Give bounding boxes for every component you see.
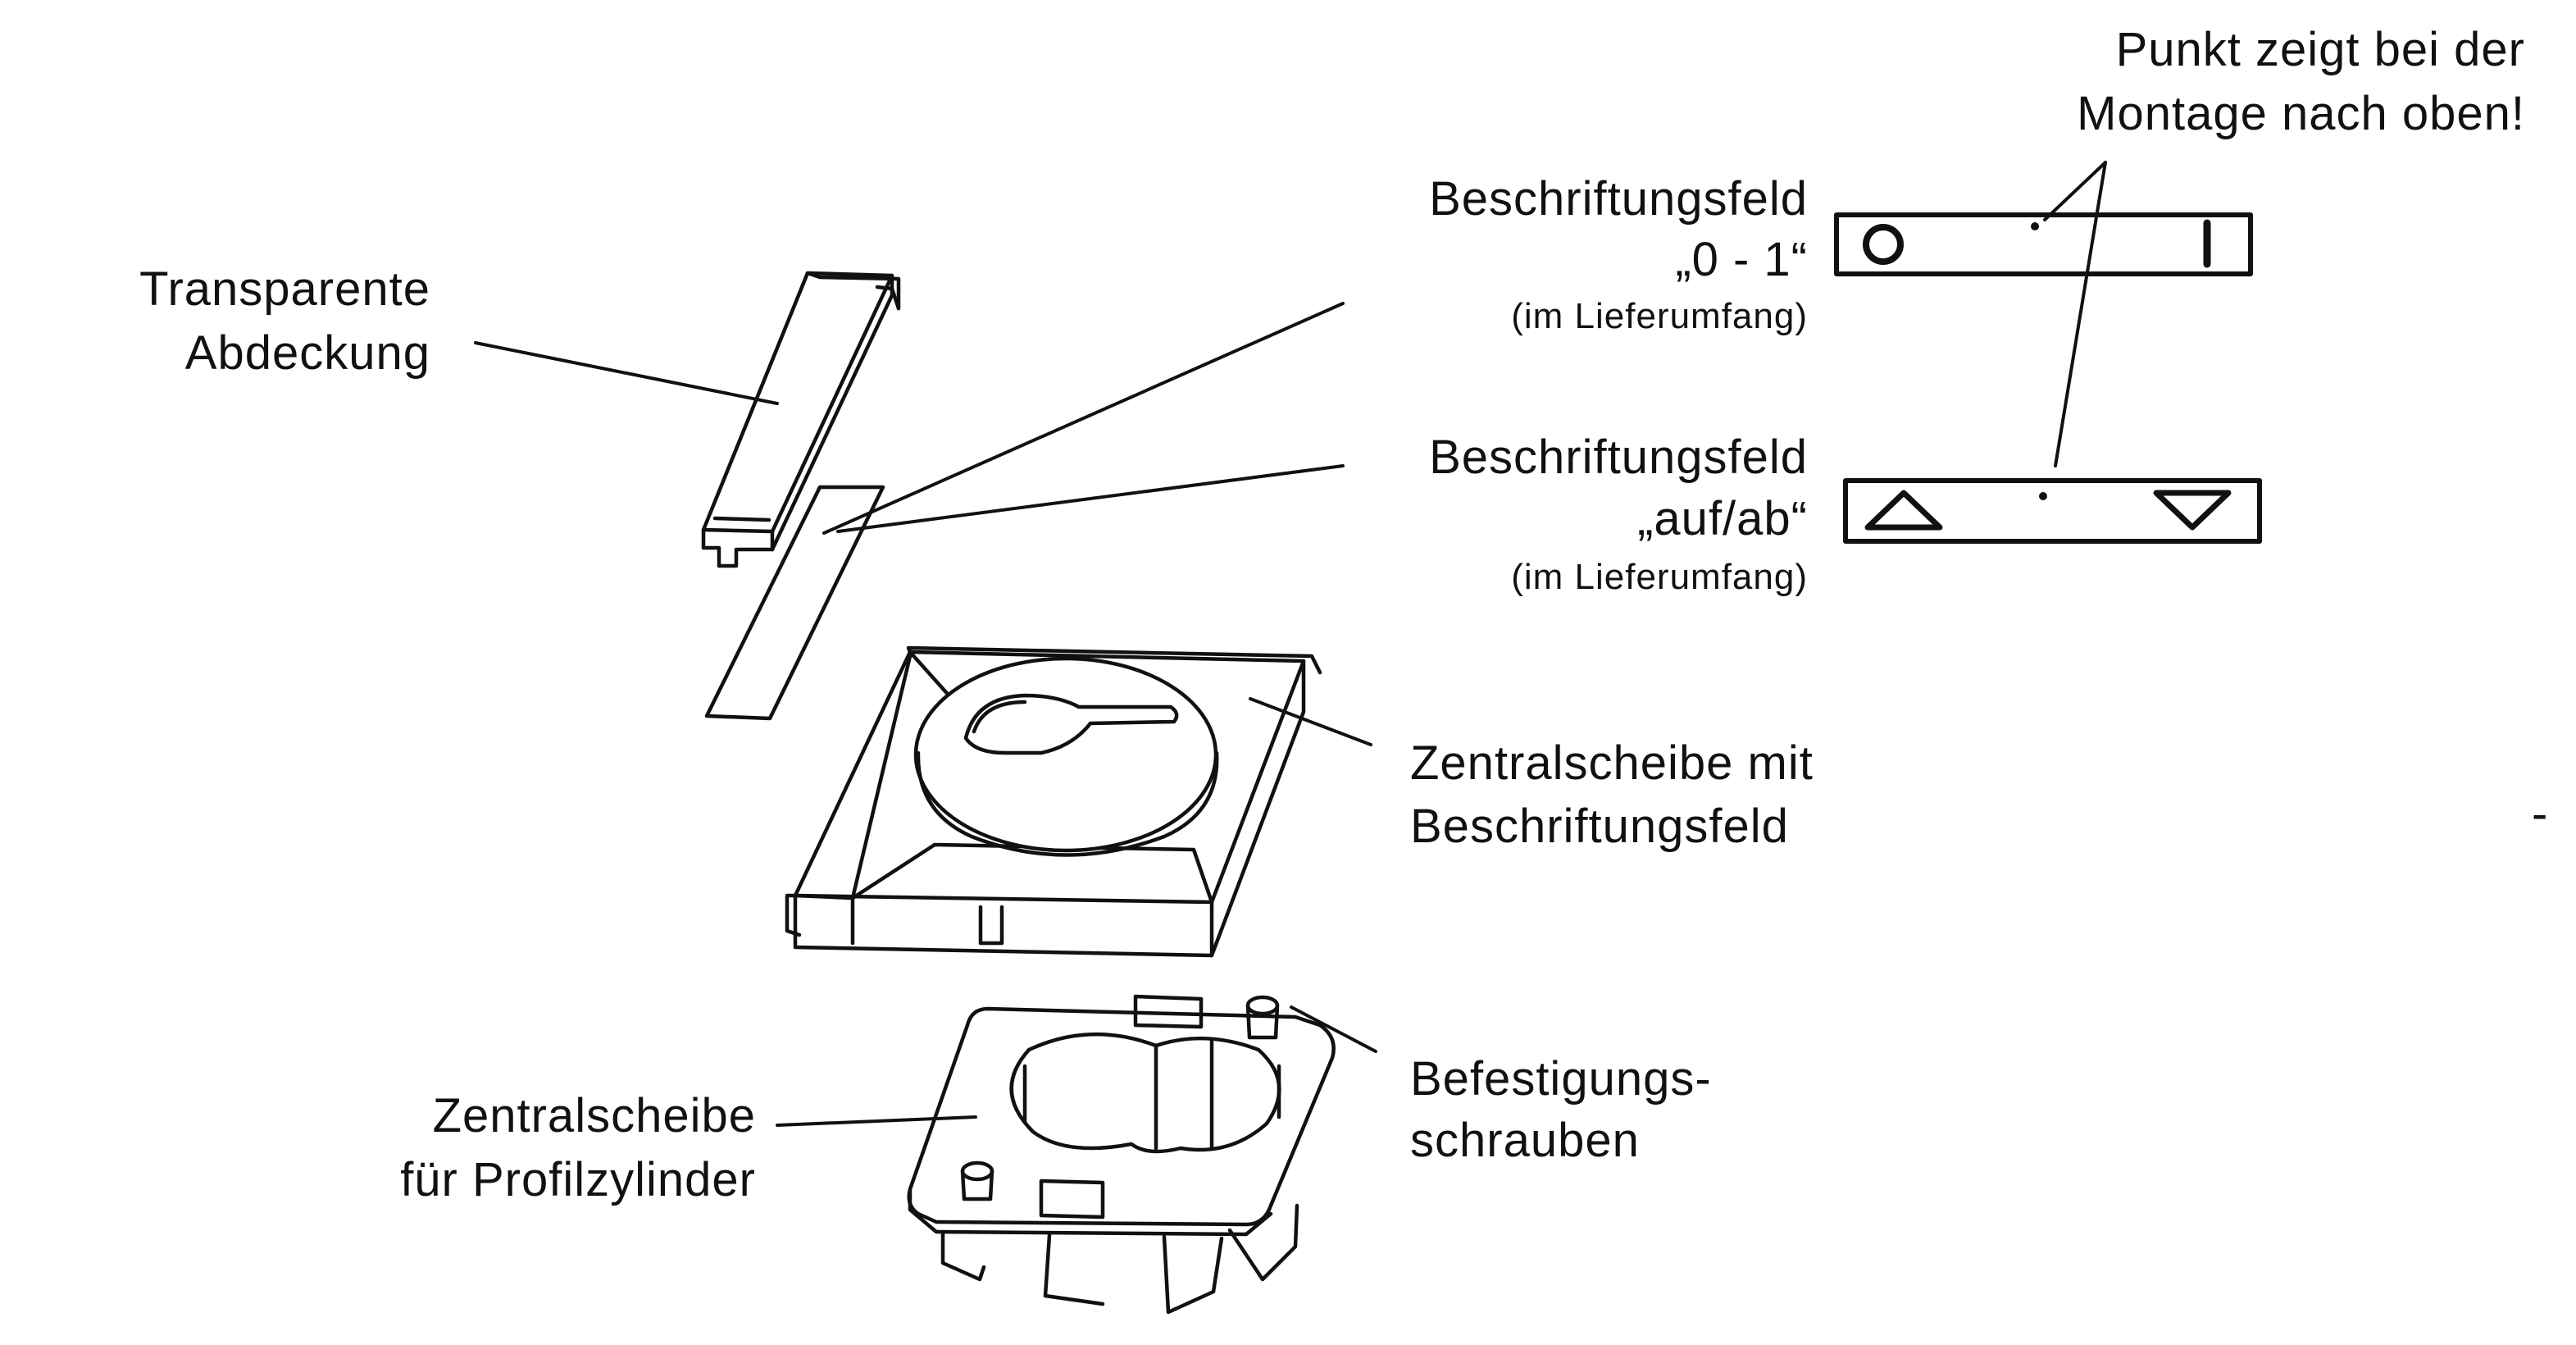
field01-value: „0 - 1“ [1675,233,1808,286]
orientation-dot [2031,222,2039,230]
circle-o-icon [1863,224,1904,265]
stray-dash: - [2532,787,2548,841]
screws-leader [1290,1005,1377,1053]
disc-line-1: Zentralscheibe mit [1410,736,1814,790]
screws-line-1: Befestigungs- [1410,1052,1712,1106]
orientation-dot [2039,492,2047,500]
cover-line-2: Abdeckung [185,326,430,380]
cyl-line-1: Zentralscheibe [433,1089,756,1142]
label-field-0-1: Beschriftungsfeld „0 - 1“ (im Lieferumfa… [1429,172,1808,336]
triangle-down-icon [2153,490,2232,531]
cyl-line-2: für Profilzylinder [400,1153,756,1206]
central-disc-profile-cylinder [907,994,1336,1315]
note-leader-2 [2054,161,2107,467]
cover-line-1: Transparente [139,262,430,316]
label-cylinder-disc: Zentralscheibe für Profilzylinder [400,1089,756,1206]
note-line-2: Montage nach oben! [2077,87,2525,140]
strip-auf-ab [1843,478,2262,544]
note-line-1: Punkt zeigt bei der [2116,23,2525,76]
strip-0-1 [1834,212,2253,276]
label-screws: Befestigungs- schrauben [1410,1052,1712,1167]
mounting-note: Punkt zeigt bei der Montage nach oben! [2077,23,2525,140]
field01-leader [822,302,1345,535]
fieldauf-title: Beschriftungsfeld [1429,431,1808,484]
note-leader-1 [2043,161,2107,221]
disc-leader [1249,697,1372,746]
cover-leader [474,341,779,405]
fieldauf-leader [836,464,1345,533]
transparent-cover [701,271,901,568]
central-disc-with-label-field [785,645,1322,958]
disc-line-2: Beschriftungsfeld [1410,800,1789,853]
cylinder-leader [776,1115,977,1127]
label-insert [704,485,885,721]
field01-title: Beschriftungsfeld [1429,172,1808,226]
label-cover: Transparente Abdeckung [139,262,430,380]
triangle-up-icon [1864,490,1943,531]
screws-line-2: schrauben [1410,1114,1640,1167]
label-central-disc: Zentralscheibe mit Beschriftungsfeld [1410,736,1814,853]
fieldauf-value: „auf/ab“ [1637,492,1808,545]
label-field-auf-ab: Beschriftungsfeld „auf/ab“ (im Lieferumf… [1429,431,1808,597]
fieldauf-note: (im Lieferumfang) [1511,557,1808,597]
field01-note: (im Lieferumfang) [1511,296,1808,336]
